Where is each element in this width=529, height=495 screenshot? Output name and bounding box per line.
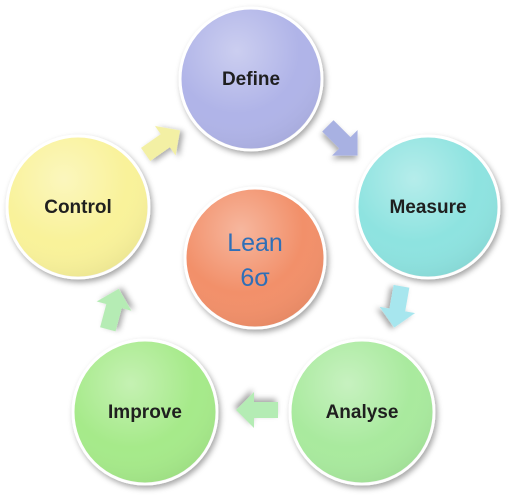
center-label-line1: Lean <box>227 229 283 257</box>
improve-label: Improve <box>108 402 182 423</box>
control-label: Control <box>44 197 112 218</box>
center-label-line2: 6σ <box>240 264 270 292</box>
measure-node: Measure <box>355 134 501 280</box>
analyse-node: Analyse <box>288 338 436 486</box>
arrow-improve-to-control <box>96 288 132 332</box>
arrow-measure-to-analyse <box>379 284 416 328</box>
control-node: Control <box>5 134 151 280</box>
lean-six-sigma-center-node: Lean 6σ <box>183 186 327 330</box>
measure-label: Measure <box>389 197 466 218</box>
define-node: Define <box>178 6 324 152</box>
arrow-analyse-to-improve <box>236 392 278 428</box>
arrow-control-to-define <box>141 125 181 162</box>
define-label: Define <box>222 69 280 90</box>
analyse-label: Analyse <box>326 402 399 423</box>
improve-node: Improve <box>71 338 219 486</box>
arrow-define-to-measure <box>322 120 358 156</box>
